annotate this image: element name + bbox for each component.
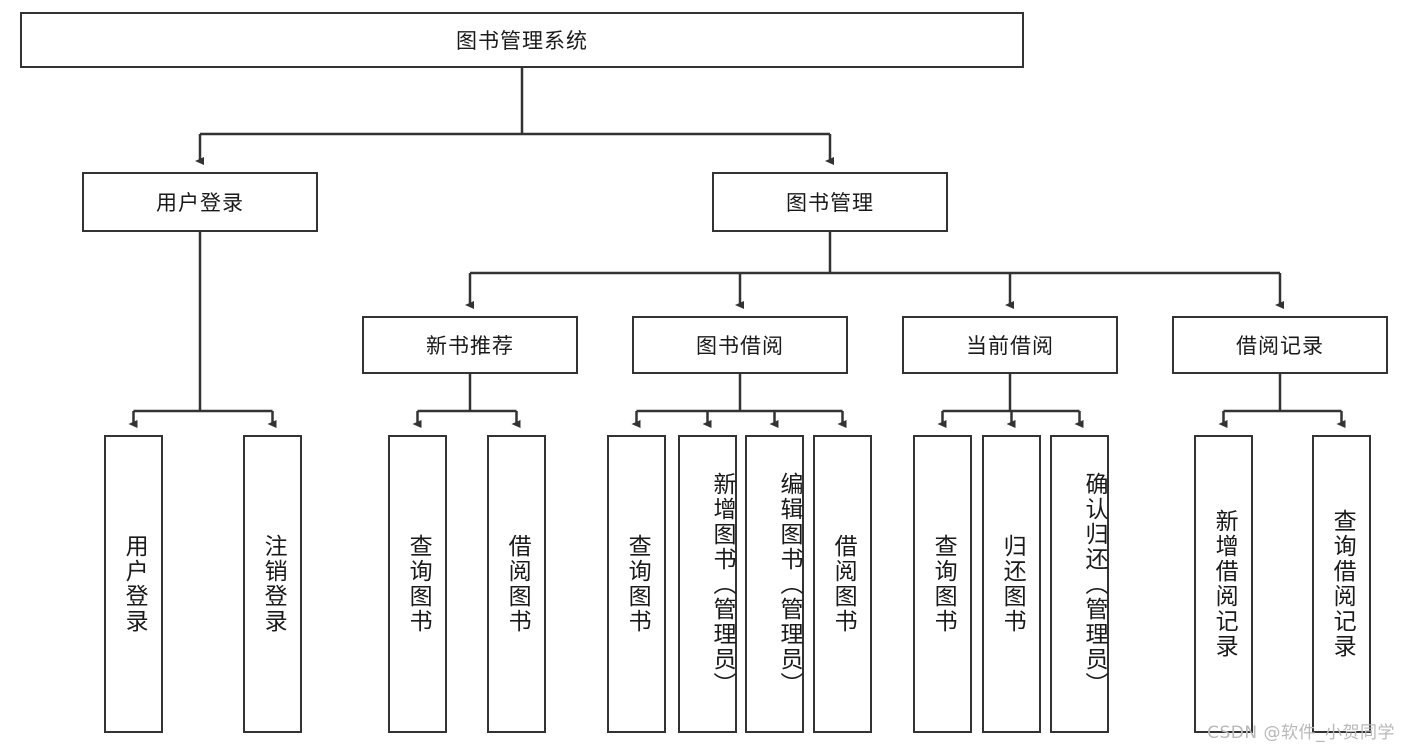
node-leaf-leaf-borrow-book-1[interactable]: 借阅图书 — [487, 435, 546, 733]
node-leaf-leaf-return-book[interactable]: 归还图书 — [982, 435, 1041, 733]
node-label: 编辑图书（管理员） — [776, 471, 802, 697]
node-leaf-leaf-add-book[interactable]: 新增图书（管理员） — [678, 435, 737, 733]
node-label: 借阅图书 — [830, 534, 857, 634]
node-label: 注销登录 — [260, 534, 287, 634]
node-level2-book-management[interactable]: 图书管理 — [712, 172, 948, 232]
node-label: 查询图书 — [405, 534, 432, 634]
node-leaf-leaf-add-record[interactable]: 新增借阅记录 — [1194, 435, 1253, 733]
node-leaf-leaf-borrow-book-2[interactable]: 借阅图书 — [813, 435, 872, 733]
watermark-text: CSDN @软件_小贺同学 — [1207, 723, 1395, 743]
node-leaf-leaf-logout[interactable]: 注销登录 — [243, 435, 302, 733]
node-level2-user-login[interactable]: 用户登录 — [82, 172, 318, 232]
node-level3-new-book-recommend[interactable]: 新书推荐 — [362, 316, 578, 374]
node-label: 新增借阅记录 — [1211, 509, 1238, 659]
node-label: 借阅图书 — [504, 534, 531, 634]
node-label: 用户登录 — [121, 534, 148, 634]
node-level3-current-borrow[interactable]: 当前借阅 — [902, 316, 1118, 374]
node-label: 图书管理系统 — [456, 29, 588, 53]
node-leaf-leaf-edit-book[interactable]: 编辑图书（管理员） — [745, 435, 804, 733]
node-label: 图书管理 — [786, 191, 874, 215]
node-root-root[interactable]: 图书管理系统 — [20, 12, 1024, 68]
node-label: 新书推荐 — [426, 334, 514, 358]
node-label: 归还图书 — [999, 534, 1026, 634]
node-label: 用户登录 — [156, 191, 244, 215]
node-level3-borrow-record[interactable]: 借阅记录 — [1172, 316, 1388, 374]
node-label: 查询图书 — [624, 534, 651, 634]
node-label: 借阅记录 — [1236, 334, 1324, 358]
node-label: 当前借阅 — [966, 334, 1054, 358]
node-label: 图书借阅 — [696, 334, 784, 358]
node-level3-book-borrow[interactable]: 图书借阅 — [632, 316, 848, 374]
node-label: 查询图书 — [930, 534, 957, 634]
node-leaf-leaf-query-book-1[interactable]: 查询图书 — [388, 435, 447, 733]
node-label: 查询借阅记录 — [1329, 509, 1356, 659]
node-label: 新增图书（管理员） — [709, 471, 735, 697]
node-label: 确认归还（管理员） — [1081, 471, 1107, 697]
node-leaf-leaf-query-book-2[interactable]: 查询图书 — [607, 435, 666, 733]
node-leaf-leaf-query-book-3[interactable]: 查询图书 — [913, 435, 972, 733]
node-leaf-leaf-query-record[interactable]: 查询借阅记录 — [1312, 435, 1371, 733]
node-leaf-leaf-user-login[interactable]: 用户登录 — [104, 435, 163, 733]
node-leaf-leaf-confirm-return[interactable]: 确认归还（管理员） — [1050, 435, 1109, 733]
